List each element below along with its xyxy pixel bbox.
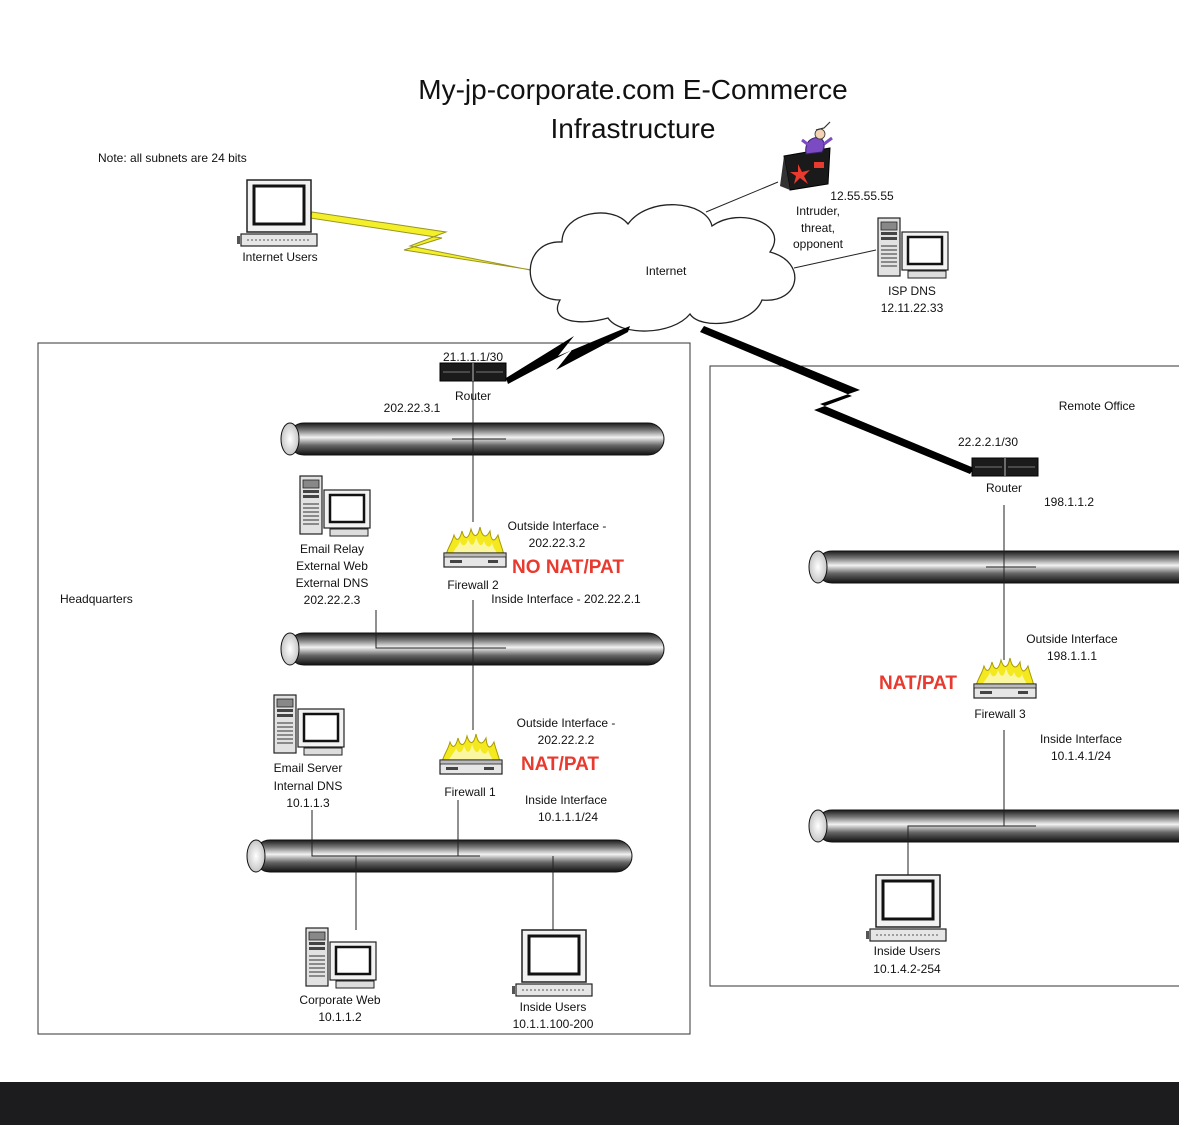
fw1-nat-label: NAT/PAT (521, 754, 599, 775)
hq-router-lan-ip: 202.22.3.1 (384, 401, 441, 415)
fw2-name: Firewall 2 (447, 578, 499, 592)
internet-cloud-icon (529, 204, 796, 332)
hq-inside-users-ip: 10.1.1.100-200 (513, 1017, 594, 1031)
corporate-web-ip: 10.1.1.2 (318, 1010, 362, 1024)
intruder-label-line2: threat, (801, 221, 835, 235)
internet-label: Internet (646, 264, 687, 278)
fw2-outside-ip: 202.22.3.2 (529, 536, 586, 550)
remote-inside-users-label: Inside Users (874, 944, 941, 958)
fw1-outside-label: Outside Interface - (517, 716, 616, 730)
remote-links (907, 505, 1036, 880)
intruder-ip: 12.55.55.55 (830, 189, 894, 203)
remote-inside-users-ip: 10.1.4.2-254 (873, 962, 941, 976)
fw3-outside-label: Outside Interface (1026, 632, 1118, 646)
intruder-label-line3: opponent (793, 237, 844, 251)
hq-links (311, 381, 554, 930)
remote-office-box (709, 365, 1179, 987)
headquarters-label: Headquarters (60, 592, 133, 606)
isp-dns-link (793, 249, 877, 269)
internet-users-lightning (309, 211, 541, 273)
intruder-link (705, 181, 779, 213)
fw3-nat-label: NAT/PAT (879, 673, 957, 694)
subnet-note: Note: all subnets are 24 bits (98, 151, 247, 165)
hq-inside-users-workstation-icon (510, 928, 594, 998)
hq-router-icon (439, 362, 507, 382)
fw2-nat-label: NO NAT/PAT (512, 557, 624, 578)
corporate-web-server-icon (304, 926, 378, 990)
hq-router-wan-ip: 21.1.1.1/30 (443, 350, 503, 364)
isp-dns-label: ISP DNS (888, 284, 936, 298)
fw3-inside-ip: 10.1.4.1/24 (1051, 749, 1111, 763)
email-relay-server-icon (298, 474, 372, 538)
email-server-ip: 10.1.1.3 (286, 796, 330, 810)
fw2-inside-label: Inside Interface - 202.22.2.1 (491, 592, 641, 606)
email-server-icon (272, 693, 346, 757)
headquarters-box (37, 342, 691, 1035)
internet-users-workstation-icon (235, 178, 319, 248)
fw1-inside-label: Inside Interface (525, 793, 607, 807)
firewall-2-icon (443, 526, 507, 568)
email-relay-ip: 202.22.2.3 (304, 593, 361, 607)
fw1-outside-ip: 202.22.2.2 (538, 733, 595, 747)
remote-wan-lightning (700, 326, 974, 474)
email-relay-label-line1: Email Relay (300, 542, 364, 556)
intruder-icon (780, 121, 833, 191)
hq-wan-lightning (506, 326, 630, 384)
hq-dmz-inner-segment (280, 632, 665, 666)
fw3-outside-ip: 198.1.1.1 (1047, 649, 1097, 663)
email-server-label-line1: Email Server (274, 761, 343, 775)
email-relay-label-line2: External Web (296, 559, 368, 573)
corporate-web-label: Corporate Web (299, 993, 380, 1007)
isp-dns-server-icon (876, 216, 950, 280)
isp-dns-ip: 12.11.22.33 (881, 301, 944, 315)
fw1-inside-ip: 10.1.1.1/24 (538, 810, 598, 824)
remote-router-wan-ip: 22.2.2.1/30 (958, 435, 1018, 449)
remote-router-lan-ip: 198.1.1.2 (1044, 495, 1094, 509)
remote-router-icon (971, 457, 1039, 477)
fw1-name: Firewall 1 (444, 785, 496, 799)
firewall-3-icon (973, 657, 1037, 699)
hq-inside-users-label: Inside Users (520, 1000, 587, 1014)
email-relay-label-line3: External DNS (296, 576, 369, 590)
network-diagram: My-jp-corporate.com E-Commerce Infrastru… (37, 74, 1179, 1035)
remote-inside-users-workstation-icon (864, 873, 948, 943)
fw3-inside-label: Inside Interface (1040, 732, 1122, 746)
fw2-outside-label: Outside Interface - (508, 519, 607, 533)
email-server-label-line2: Internal DNS (274, 779, 343, 793)
internet-users-label: Internet Users (242, 250, 317, 264)
diagram-title-line2: Infrastructure (551, 113, 716, 144)
fw3-name: Firewall 3 (974, 707, 1026, 721)
intruder-label-line1: Intruder, (796, 204, 840, 218)
firewall-1-icon (439, 733, 503, 775)
remote-office-label: Remote Office (1059, 399, 1136, 413)
bottom-bar (0, 1082, 1179, 1125)
diagram-title-line1: My-jp-corporate.com E-Commerce (418, 74, 847, 105)
remote-router-label: Router (986, 481, 1022, 495)
